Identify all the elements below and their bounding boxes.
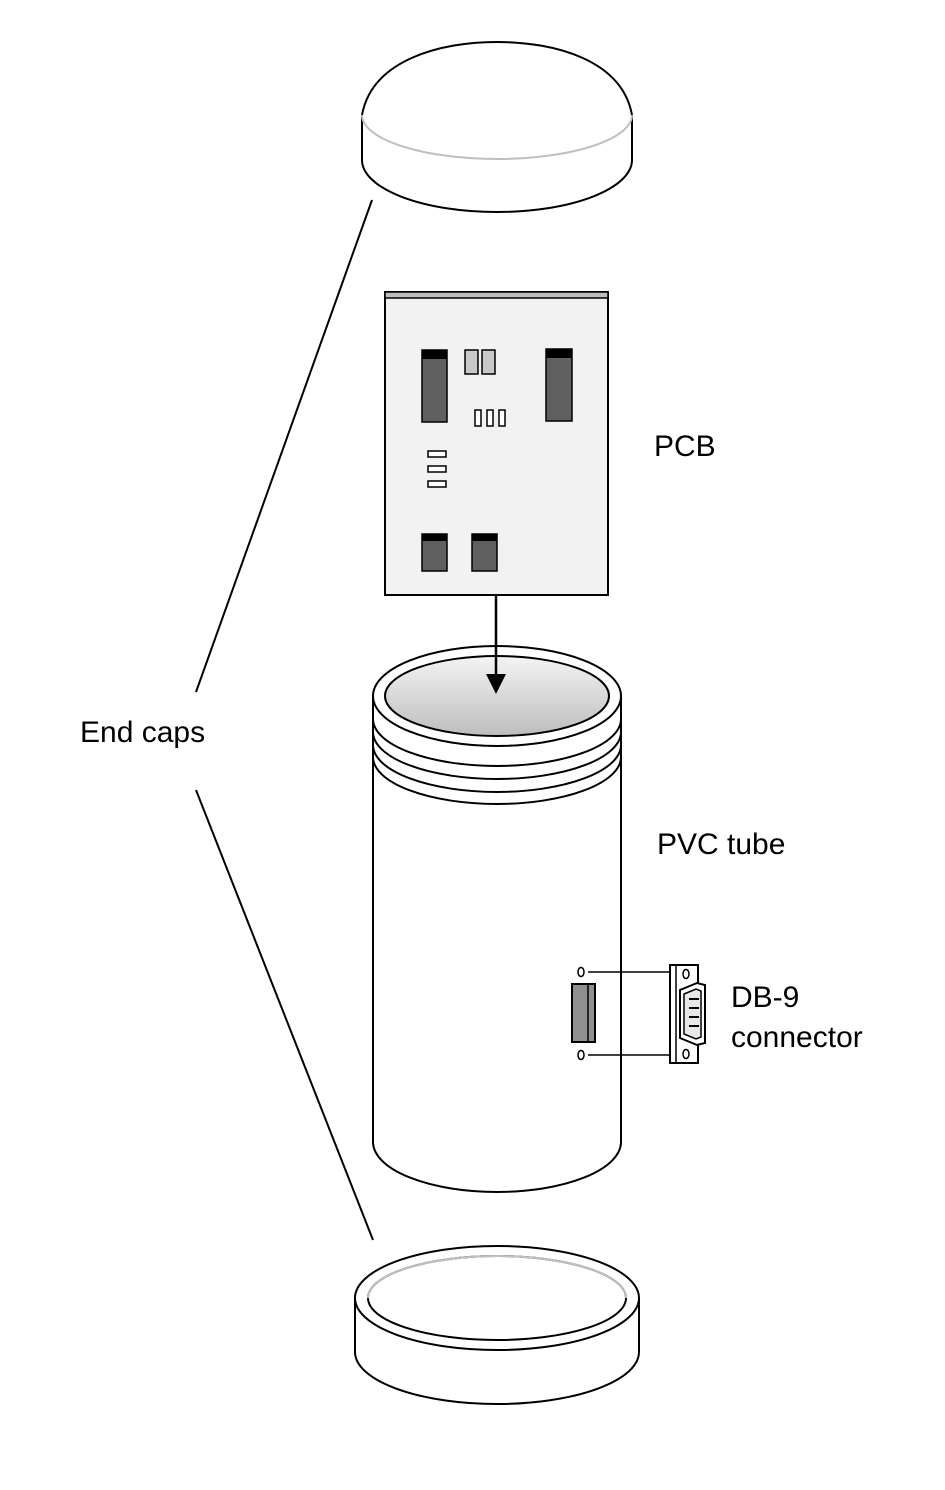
insert-arrow (486, 595, 506, 694)
db9-connector-assembly (571, 964, 706, 1064)
ic-chip-right (545, 348, 573, 422)
top-end-cap (361, 40, 633, 213)
label-end-caps: End caps (80, 716, 205, 749)
label-pcb: PCB (654, 430, 716, 463)
label-db9-line1: DB-9 (731, 981, 799, 1014)
leader-line-bottom-cap (195, 789, 374, 1241)
screw-hole-bottom (577, 1049, 585, 1061)
screw-hole-top (577, 966, 585, 978)
ic-chip-bottom-left (421, 533, 448, 572)
pvc-tube (372, 645, 622, 1193)
bottom-end-cap (354, 1245, 640, 1405)
ic-chip-left (421, 349, 448, 423)
resistor-array-vertical (474, 409, 506, 427)
connector-cutout (571, 983, 596, 1043)
ic-chip-bottom-right (471, 533, 498, 572)
pcb-board (384, 291, 609, 596)
label-pvc-tube: PVC tube (657, 828, 785, 861)
label-db9-line2: connector (731, 1021, 863, 1054)
resistor-array-horizontal (427, 450, 447, 488)
capacitor-pair (464, 349, 496, 375)
leader-line-top-cap (195, 199, 373, 693)
